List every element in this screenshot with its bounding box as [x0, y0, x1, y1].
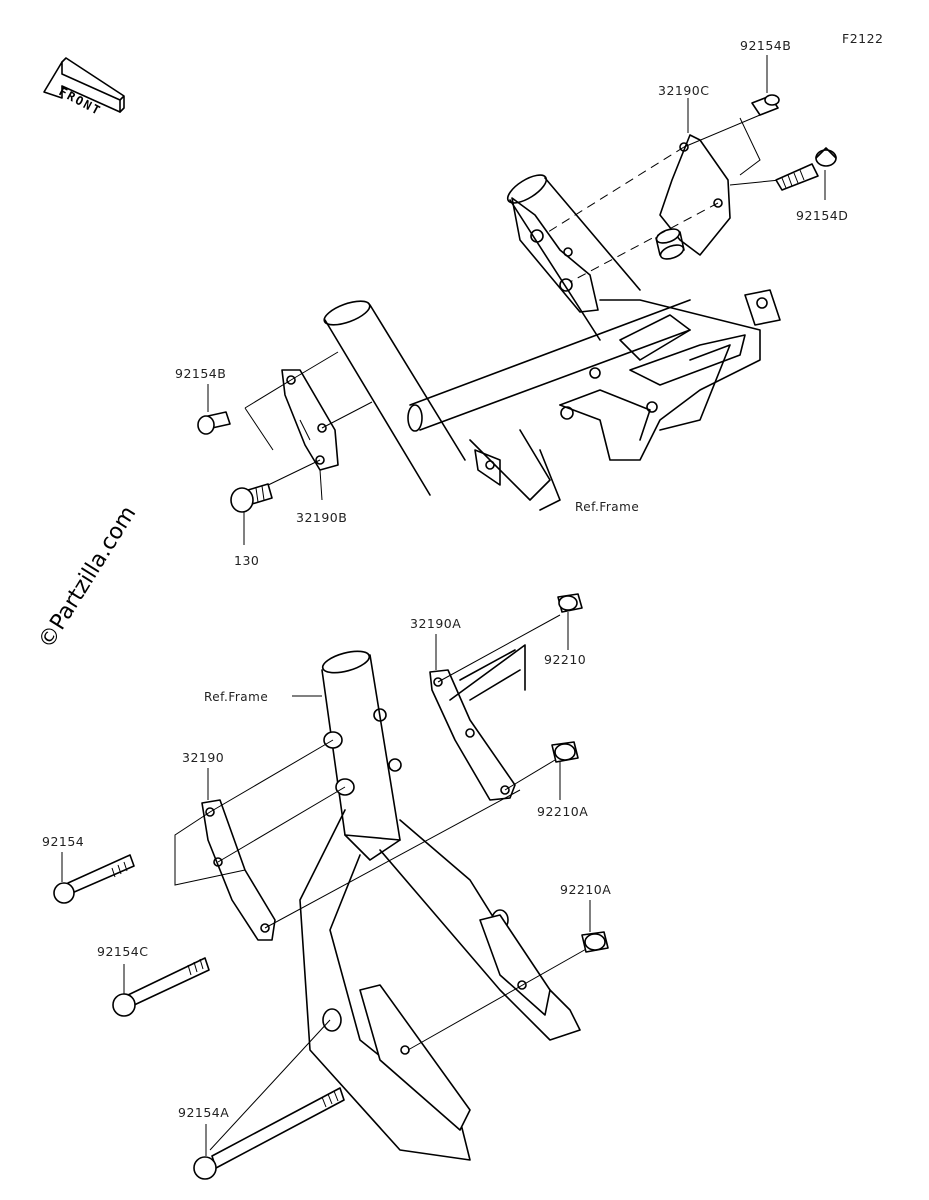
label-92210A-lower: 92210A: [560, 882, 611, 897]
label-92154B-top: 92154B: [740, 38, 791, 53]
lower-assembly: [53, 593, 609, 1180]
bolt-92154A: [193, 1087, 345, 1180]
bolt-92154B-left: [197, 411, 231, 435]
label-92154D: 92154D: [796, 208, 848, 223]
frame-down-tube: [324, 304, 466, 496]
label-32190C: 32190C: [658, 83, 710, 98]
label-92154: 92154: [42, 834, 84, 849]
label-32190A: 32190A: [410, 616, 461, 631]
label-92154B-left: 92154B: [175, 366, 226, 381]
bracket-32190B: [281, 369, 339, 471]
watermark: ©Partzilla.com: [34, 502, 141, 653]
label-92154A: 92154A: [178, 1105, 229, 1120]
label-92154C: 92154C: [97, 944, 149, 959]
bolt-130: [230, 483, 273, 513]
bolt-92154D: [775, 147, 837, 191]
ref-frame-label-upper: Ref.Frame: [575, 500, 639, 514]
bracket-32190A: [429, 669, 516, 801]
front-direction-arrow: FRONT: [43, 57, 125, 118]
nut-92210A-lower: [581, 931, 609, 953]
nut-92210: [557, 593, 583, 613]
label-92210: 92210: [544, 652, 586, 667]
upper-assembly: [197, 94, 837, 545]
label-92210A-upper: 92210A: [537, 804, 588, 819]
label-130: 130: [234, 553, 259, 568]
figure-id: F2122: [842, 31, 884, 46]
bracket-32190: [201, 799, 276, 941]
ref-frame-label-lower: Ref.Frame: [204, 690, 268, 704]
bolt-92154C: [112, 957, 210, 1017]
nut-92210A-upper: [551, 741, 579, 763]
bolt-92154: [53, 854, 135, 904]
label-32190: 32190: [182, 750, 224, 765]
label-32190B: 32190B: [296, 510, 347, 525]
bolt-92154B-top: [751, 94, 780, 116]
